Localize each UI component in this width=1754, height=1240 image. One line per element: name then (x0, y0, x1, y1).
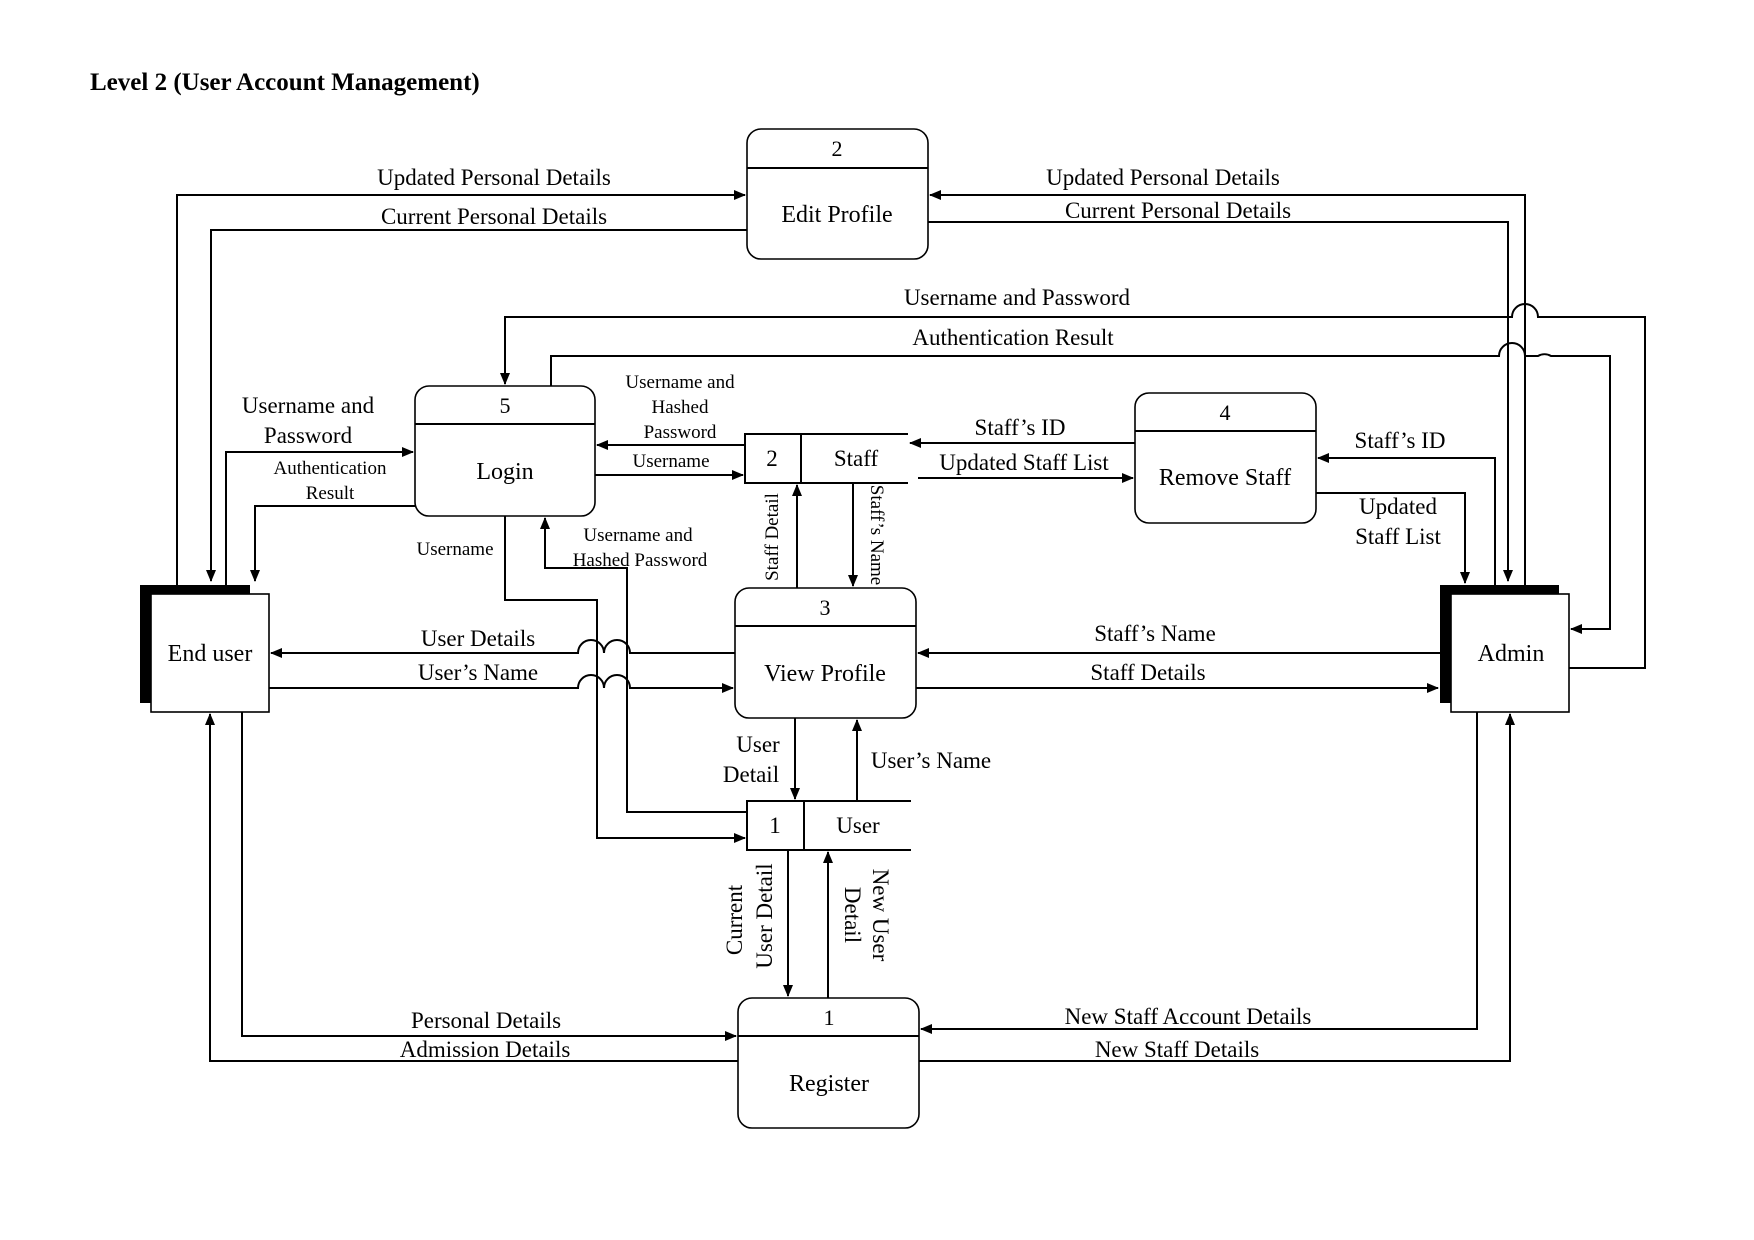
flow-label: Detail (723, 762, 779, 787)
flow-personal-details (241, 712, 737, 1041)
flow-current-personal-details-admin (928, 221, 1513, 582)
process-box (1134, 392, 1317, 524)
flow-label: Authentication (274, 458, 387, 479)
entity-label: End user (168, 641, 253, 667)
flow-staffs-id-admin (1317, 453, 1496, 585)
process-remove-staff[interactable]: 4 Remove Staff (1134, 392, 1317, 524)
process-number: 2 (832, 136, 843, 161)
flow-label: Username and Password (904, 285, 1131, 310)
datastore-staff[interactable]: 2 Staff (744, 433, 908, 484)
flow-label: Detail (840, 887, 865, 943)
flow-label: User’s Name (871, 748, 991, 773)
flow-label: Current (722, 884, 747, 955)
flow-label: New User (868, 869, 893, 962)
flow-admission-details (205, 713, 738, 1062)
flow-label: User (736, 732, 780, 757)
entity-box (1450, 593, 1570, 713)
entity-admin[interactable]: Admin (1440, 585, 1570, 713)
flow-label: Staff’s Name (1094, 621, 1216, 646)
process-name: View Profile (764, 661, 886, 687)
flow-username-hashed-password-user (540, 517, 747, 813)
flow-label: Staff’s Name (866, 485, 887, 585)
flow-label: Staff’s ID (1355, 428, 1446, 453)
flow-label: User Details (421, 626, 535, 651)
flow-label: Admission Details (400, 1037, 571, 1062)
process-name: Register (789, 1071, 869, 1097)
process-number: 3 (820, 595, 831, 620)
entity-label: Admin (1478, 641, 1545, 667)
process-number: 4 (1220, 400, 1231, 425)
flow-label: New Staff Details (1095, 1037, 1259, 1062)
flow-label: Updated (1359, 494, 1437, 519)
process-register[interactable]: 1 Register (737, 997, 920, 1129)
flow-label: Personal Details (411, 1008, 561, 1033)
flow-label: Updated Personal Details (377, 165, 611, 190)
flow-label: Updated Personal Details (1046, 165, 1280, 190)
flow-new-staff-account-details (920, 712, 1478, 1034)
process-edit-profile[interactable]: 2 Edit Profile (746, 128, 929, 260)
flow-authentication-result-user (250, 505, 415, 582)
store-number: 2 (766, 446, 778, 471)
process-name: Remove Staff (1159, 465, 1291, 491)
flow-label: Username (632, 451, 709, 472)
flow-users-name-end-user (269, 674, 734, 693)
process-login[interactable]: 5 Login (414, 385, 596, 517)
flow-updated-staff-list-admin (1316, 492, 1470, 584)
flow-label: User’s Name (418, 660, 538, 685)
process-number: 1 (824, 1005, 835, 1030)
flow-authentication-result-admin (550, 342, 1611, 634)
store-number: 1 (769, 813, 781, 838)
flow-current-personal-details-user (206, 229, 747, 582)
datastore-user[interactable]: 1 User (746, 800, 911, 851)
entity-box (150, 593, 270, 713)
flow-label: Password (264, 423, 353, 448)
flow-label: Result (306, 483, 355, 504)
flow-new-staff-details (919, 713, 1515, 1062)
diagram-title: Level 2 (User Account Management) (90, 69, 480, 96)
flow-username-user-store (504, 516, 746, 843)
flow-label: Username and (583, 525, 693, 546)
flow-username-password-admin (500, 303, 1646, 669)
flow-label: Current Personal Details (1065, 198, 1291, 223)
flow-user-details (270, 639, 735, 658)
flow-label: Authentication Result (912, 325, 1114, 350)
flow-label: Username (416, 539, 493, 560)
flow-label: User Detail (752, 863, 777, 968)
flow-label: Password (644, 422, 717, 443)
flow-username-password-user (225, 447, 414, 585)
store-outline (746, 800, 911, 851)
flow-label: Username and (625, 372, 735, 393)
flow-label: New Staff Account Details (1065, 1004, 1312, 1029)
store-name: Staff (834, 446, 879, 471)
process-name: Login (476, 459, 533, 485)
flow-label: Updated Staff List (939, 450, 1109, 475)
process-view-profile[interactable]: 3 View Profile (734, 587, 917, 719)
flow-updated-personal-details-admin (929, 190, 1526, 585)
entity-end-user[interactable]: End user (140, 585, 270, 713)
flow-label: Staff Detail (762, 493, 783, 581)
flow-label: Hashed Password (573, 550, 708, 571)
flow-label: Username and (242, 393, 375, 418)
flow-label: Staff Details (1090, 660, 1205, 685)
process-number: 5 (500, 393, 511, 418)
flow-label: Hashed (652, 397, 709, 418)
flow-label: Staff’s ID (975, 415, 1066, 440)
store-name: User (836, 813, 880, 838)
flow-updated-personal-details-user (176, 190, 746, 585)
process-name: Edit Profile (781, 202, 892, 228)
store-outline (744, 433, 908, 484)
flow-label: Staff List (1355, 524, 1441, 549)
process-box (746, 128, 929, 260)
flow-label: Current Personal Details (381, 204, 607, 229)
